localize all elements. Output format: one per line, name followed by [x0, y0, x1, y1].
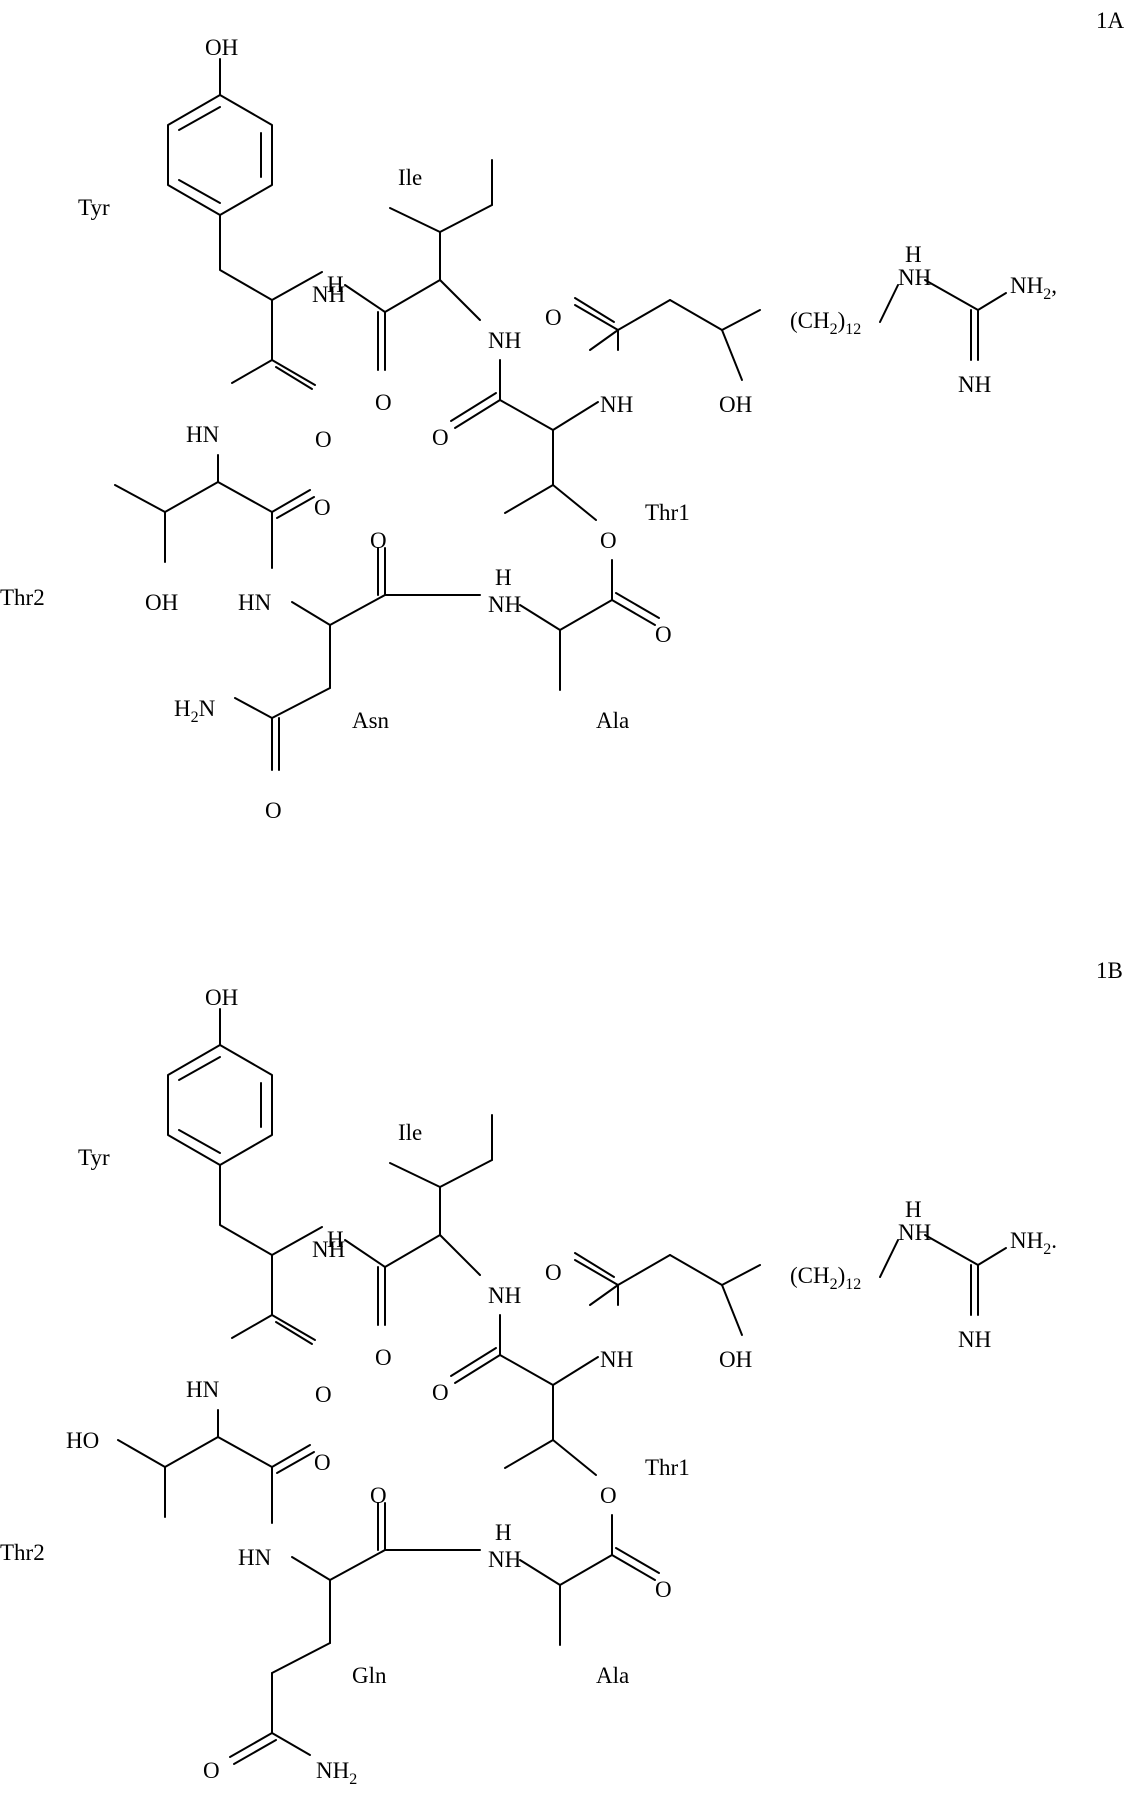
atom-nh-guan: NH	[898, 1220, 931, 1245]
bonds-1a	[115, 59, 1006, 770]
atom-h-tyr: H	[327, 272, 344, 297]
residue-labels-1a: Tyr Ile Thr1 Thr2 Asn Ala	[0, 165, 690, 733]
atom-o-tyr: O	[315, 1382, 332, 1407]
residue-thr1: Thr1	[645, 500, 690, 525]
structure-1b: 1B	[0, 958, 1123, 1788]
atom-o-side: O	[203, 1758, 220, 1783]
atom-o-side: O	[265, 798, 282, 823]
atom-hn-left: HN	[186, 422, 220, 447]
residue-thr1: Thr1	[645, 1455, 690, 1480]
atom-o-ilec: O	[432, 425, 449, 450]
residue-thr2: Thr2	[0, 1540, 45, 1565]
atom-o-ile: O	[375, 1345, 392, 1370]
atom-nh2-guan: NH2,	[1010, 273, 1057, 303]
atom-ch2: (CH2)12	[790, 1263, 861, 1293]
atom-oh-phenol: OH	[205, 985, 238, 1010]
figure-label-1a: 1A	[1096, 8, 1125, 33]
residue-ile: Ile	[398, 1120, 422, 1145]
figure-label-1b: 1B	[1096, 958, 1123, 983]
residue-tyr: Tyr	[78, 195, 110, 220]
atom-ho-thr2: HO	[66, 1428, 99, 1453]
atom-nh2-side: NH2	[316, 1758, 357, 1788]
residue-labels-1b: Tyr Ile Thr1 Thr2 Gln Ala	[0, 1120, 690, 1688]
residue-ile: Ile	[398, 165, 422, 190]
residue-ala: Ala	[596, 1663, 629, 1688]
atom-o-chain: O	[545, 305, 562, 330]
atom-oh-thr2: OH	[145, 590, 178, 615]
atom-o-thr2: O	[314, 1450, 331, 1475]
atom-o-chain: O	[545, 1260, 562, 1285]
atom-nh-imine: NH	[958, 1327, 991, 1352]
atom-h-guan: H	[905, 1197, 922, 1222]
atom-ch2: (CH2)12	[790, 308, 861, 338]
atom-nh-guan: NH	[898, 265, 931, 290]
atom-h-tyr: H	[327, 1227, 344, 1252]
atom-nh-ala: NH	[488, 592, 521, 617]
residue-ala: Ala	[596, 708, 629, 733]
atom-o-tyr: O	[315, 427, 332, 452]
atom-h2n-side: H2N	[174, 696, 216, 726]
bonds-1b	[118, 1009, 1006, 1764]
atom-labels-1b: OH NH H HN O O NH O NH O OH O O NH H O H…	[66, 985, 1057, 1788]
atom-o-gln: O	[370, 1483, 387, 1508]
atom-nh-imine: NH	[958, 372, 991, 397]
residue-thr2: Thr2	[0, 585, 45, 610]
atom-o-ilec: O	[432, 1380, 449, 1405]
atom-o-ala: O	[655, 1577, 672, 1602]
atom-h-guan: H	[905, 242, 922, 267]
atom-hn-left: HN	[186, 1377, 220, 1402]
residue-tyr: Tyr	[78, 1145, 110, 1170]
atom-labels-1a: OH NH H HN O O NH O NH O OH O O NH H O H…	[145, 35, 1057, 823]
atom-h-ala: H	[495, 1520, 512, 1545]
atom-oh-chain: OH	[719, 1347, 752, 1372]
residue-asn: Asn	[352, 708, 390, 733]
atom-nh2-guan: NH2.	[1010, 1228, 1057, 1258]
atom-o-ile: O	[375, 390, 392, 415]
atom-nh-chain: NH	[600, 1347, 633, 1372]
atom-nh-chain: NH	[600, 392, 633, 417]
atom-o-ala: O	[655, 622, 672, 647]
structure-1a: 1A	[0, 8, 1125, 823]
atom-hn-gln: HN	[238, 1545, 272, 1570]
atom-nh-ala: NH	[488, 1547, 521, 1572]
atom-o-ester: O	[600, 528, 617, 553]
residue-gln: Gln	[352, 1663, 387, 1688]
atom-h-ala: H	[495, 565, 512, 590]
atom-nh-ile: NH	[488, 1283, 521, 1308]
atom-nh-ile: NH	[488, 328, 521, 353]
atom-oh-chain: OH	[719, 392, 752, 417]
atom-oh-phenol: OH	[205, 35, 238, 60]
atom-o-ester: O	[600, 1483, 617, 1508]
atom-o-thr2: O	[314, 495, 331, 520]
atom-o-asn: O	[370, 528, 387, 553]
atom-hn-asn: HN	[238, 590, 272, 615]
